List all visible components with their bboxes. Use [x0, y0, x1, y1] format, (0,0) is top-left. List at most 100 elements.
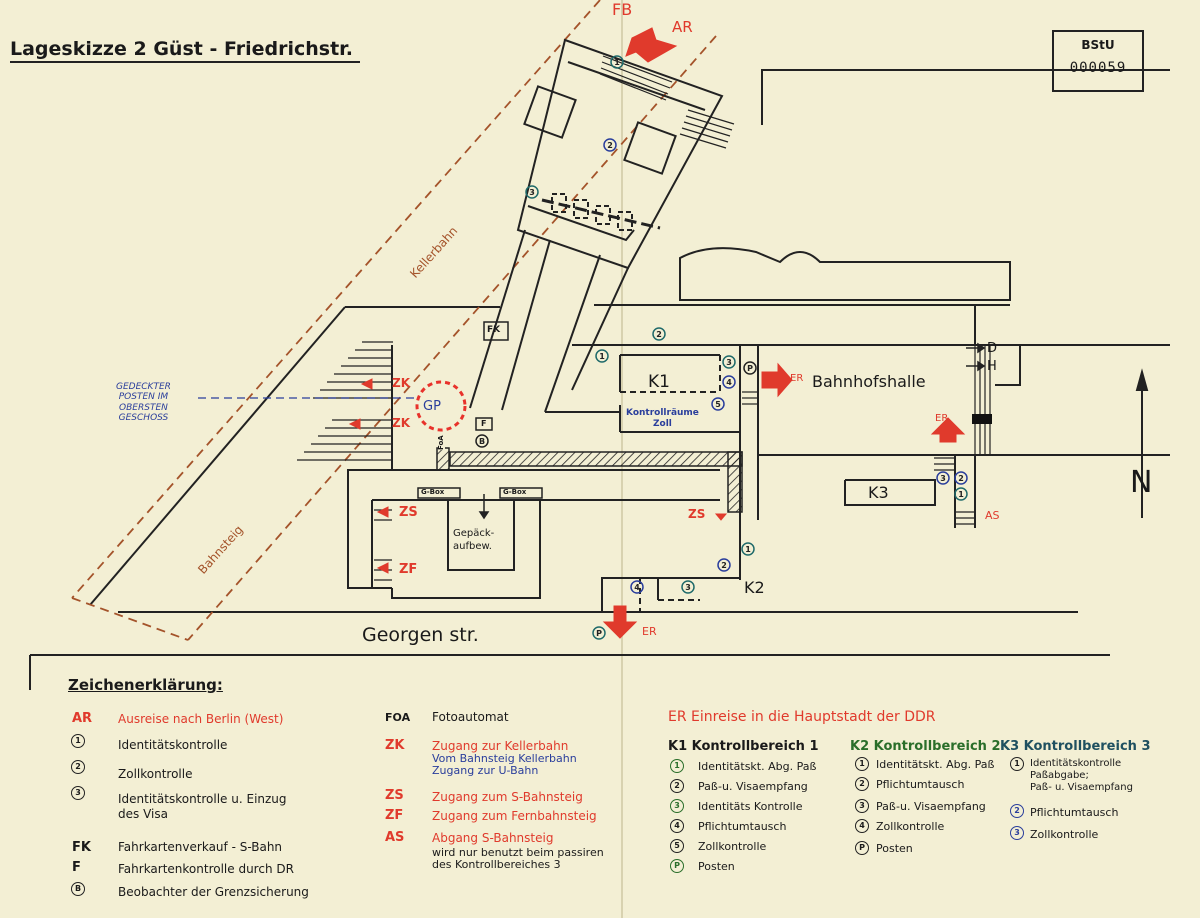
legend-fk-text: Fahrkartenverkauf - S-Bahn: [118, 840, 283, 854]
archive-stamp: BStU 000059: [1052, 30, 1144, 92]
label-north: N: [1130, 465, 1153, 500]
legend-zk-text: Zugang zur Kellerbahn: [432, 739, 569, 753]
legend-symbol-b: B: [71, 882, 85, 896]
legend-k3-item-3: Zollkontrolle: [1030, 828, 1099, 841]
label-k3: K3: [868, 483, 889, 502]
label-zk-1: ZK: [392, 376, 410, 390]
tower-building: [469, 38, 724, 413]
legend-symbol-3: 3: [71, 786, 85, 800]
svg-text:4: 4: [726, 378, 732, 387]
legend-abbr-zk: ZK: [385, 738, 405, 753]
legend-k3-item-1: Identitätskontrolle Paßabgabe; Paß- u. V…: [1030, 758, 1133, 793]
label-er-hall: ER: [790, 373, 804, 384]
legend-abbr-as: AS: [385, 830, 405, 845]
barrier-block: [972, 414, 992, 424]
stamp-line-2: 000059: [1069, 60, 1127, 76]
svg-text:3: 3: [529, 188, 535, 197]
legend-item-1-text: Identitätskontrolle: [118, 738, 228, 752]
svg-text:3: 3: [940, 474, 946, 483]
svg-text:2: 2: [607, 141, 613, 150]
legend-abbr-zs: ZS: [385, 788, 404, 803]
small-boxes: [417, 321, 543, 499]
label-gepaeck: Gepäck- aufbew.: [453, 528, 495, 552]
label-foa: FoA: [437, 435, 445, 450]
legend-k2-title: K2 Kontrollbereich 2: [850, 739, 1001, 754]
legend-er-title: ER Einreise in die Hauptstadt der DDR: [668, 709, 936, 725]
label-er-right: ER: [935, 413, 949, 424]
label-kontrollraeume: Kontrollräume Zoll: [626, 408, 699, 430]
svg-text:1: 1: [599, 352, 605, 361]
label-k1: K1: [648, 372, 670, 392]
svg-text:5: 5: [715, 400, 721, 409]
label-zs-right: ZS: [688, 507, 706, 521]
stamp-line-1: BStU: [1081, 38, 1115, 52]
legend-zk-sub: Vom Bahnsteig Kellerbahn Zugang zur U-Ba…: [432, 752, 577, 778]
label-bahnhofshalle: Bahnhofshalle: [812, 372, 926, 391]
label-gbox-1: G-Box: [421, 488, 445, 496]
hatched-passage: [436, 447, 743, 513]
legend-k2-sym-3: 3: [855, 799, 869, 813]
georgen-street: [29, 611, 1110, 690]
label-er-bottom: ER: [642, 625, 657, 638]
dh-arrows: [478, 342, 986, 520]
legend-abbr-ar: AR: [72, 711, 93, 726]
tower-stairs: [599, 55, 735, 149]
map-symbols: 1 2 3 2 1 3 4 P 5 B 1 2 4 3 P 3 2 1: [475, 55, 968, 640]
legend-k3-sym-1: 1: [1010, 757, 1024, 771]
legend-k2-item-3: Paß-u. Visaempfang: [876, 800, 986, 813]
label-gedeckter-posten: GEDECKTER POSTEN IM OBERSTEN GESCHOSS: [116, 382, 171, 424]
legend-k3-sym-2: 2: [1010, 804, 1024, 818]
legend-symbol-1: 1: [71, 734, 85, 748]
legend-b-text: Beobachter der Grenzsicherung: [118, 885, 309, 899]
legend-k2-sym-1: 1: [855, 757, 869, 771]
legend-foa-text: Fotoautomat: [432, 710, 509, 724]
legend-k1-sym-4: 4: [670, 819, 684, 833]
red-arrows: [348, 27, 966, 639]
label-h: H: [987, 359, 997, 374]
legend-item-2-text: Zollkontrolle: [118, 767, 193, 781]
legend-k1-sym-5: 5: [670, 839, 684, 853]
legend-k1-item-3: Identitäts Kontrolle: [698, 800, 803, 813]
bahnhofshalle-structures: [545, 69, 1170, 612]
legend-k1-sym-3: 3: [670, 799, 684, 813]
legend-k3-sym-3: 3: [1010, 826, 1024, 840]
legend-item-3-text: Identitätskontrolle u. Einzug des Visa: [118, 792, 287, 821]
north-arrow-icon: [1135, 368, 1149, 518]
legend-abbr-zf: ZF: [385, 808, 404, 823]
legend-k1-item-5: Zollkontrolle: [698, 840, 767, 853]
legend-k1-title: K1 Kontrollbereich 1: [668, 739, 819, 754]
legend-k1-sym-1: 1: [670, 759, 684, 773]
svg-text:4: 4: [634, 583, 640, 592]
legend-f-text: Fahrkartenkontrolle durch DR: [118, 862, 294, 876]
label-ar-top: AR: [672, 18, 693, 36]
legend-k2-sym-2: 2: [855, 777, 869, 791]
label-zs-left: ZS: [399, 505, 418, 520]
legend-as-sub: wird nur benutzt beim passiren des Kontr…: [432, 846, 604, 872]
label-f: F: [481, 419, 487, 428]
legend-k2-item-p: Posten: [876, 842, 913, 855]
label-as: AS: [985, 509, 1000, 522]
legend-k1-item-4: Pflichtumtausch: [698, 820, 787, 833]
svg-text:3: 3: [726, 358, 732, 367]
svg-text:1: 1: [614, 58, 620, 67]
svg-text:1: 1: [745, 545, 751, 554]
legend-k2-item-1: Identitätskt. Abg. Paß: [876, 758, 995, 771]
left-stairs: [297, 341, 975, 581]
gp-position-circle: [415, 380, 467, 432]
legend-k2-item-2: Pflichtumtausch: [876, 778, 965, 791]
legend-k2-item-4: Zollkontrolle: [876, 820, 945, 833]
legend-k1-item-1: Identitätskt. Abg. Paß: [698, 760, 817, 773]
svg-text:1: 1: [958, 490, 964, 499]
page-title: Lageskizze 2 Güst - Friedrichstr.: [10, 38, 354, 60]
kellerbahn-dashes: [71, 0, 717, 641]
legend-abbr-fk: FK: [72, 840, 91, 855]
legend-abbr-foa: FOA: [385, 711, 411, 724]
legend-ar-text: Ausreise nach Berlin (West): [118, 712, 284, 726]
label-zk-2: ZK: [392, 416, 410, 430]
legend-k1-item-p: Posten: [698, 860, 735, 873]
svg-text:3: 3: [685, 583, 691, 592]
svg-text:2: 2: [656, 330, 662, 339]
legend-abbr-f: F: [72, 860, 81, 875]
svg-text:2: 2: [958, 474, 964, 483]
